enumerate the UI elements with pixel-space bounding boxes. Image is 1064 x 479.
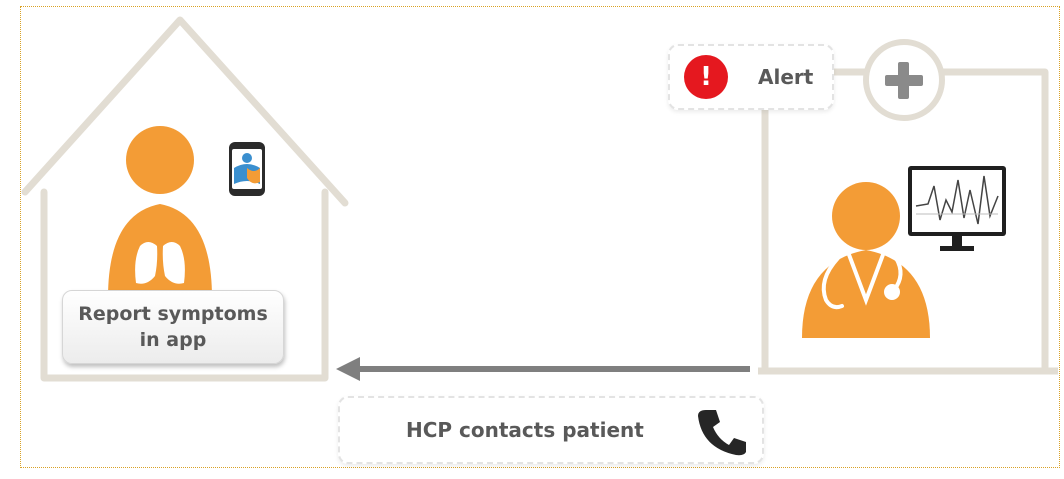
report-symptoms-box: Report symptoms in app	[62, 290, 284, 364]
arrow-left-icon	[336, 357, 750, 381]
alert-icon: !	[684, 55, 728, 99]
monitor-icon	[908, 166, 1006, 251]
hcp-contacts-label: HCP contacts patient	[406, 398, 644, 462]
medical-cross-icon	[866, 42, 942, 118]
hcp-contacts-box: HCP contacts patient	[338, 396, 764, 464]
phone-app-icon	[229, 142, 265, 196]
patient-icon	[108, 126, 212, 298]
alert-label: Alert	[758, 46, 813, 108]
phone-icon	[696, 406, 748, 456]
report-symptoms-line1: Report symptoms	[78, 301, 268, 327]
alert-box: ! Alert	[668, 44, 834, 110]
report-symptoms-line2: in app	[78, 327, 268, 353]
